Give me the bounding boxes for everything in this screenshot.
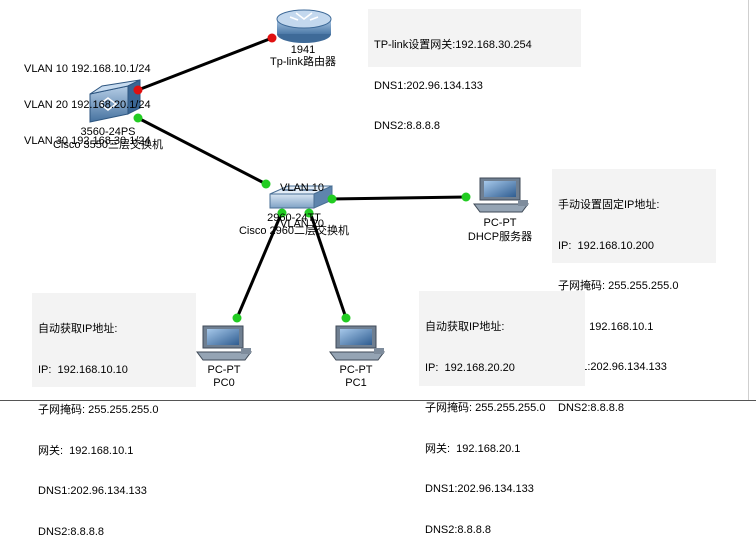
pc0-icon[interactable] [196,325,252,361]
port-indicators [133,33,471,323]
port-l3switch-router-down [133,85,143,95]
links [137,36,467,319]
router-model-label: 1941 [290,44,316,56]
pc1-config-note: 自动获取IP地址: IP: 192.168.20.20 子网掩码: 255.25… [419,291,585,536]
l2switch-vlan-list: VLAN 10 VLAN 20 [270,158,334,242]
topology-canvas [89,9,529,361]
canvas-bottom-border [0,400,756,401]
note-line: 子网掩码: 255.255.255.0 [38,404,159,416]
dhcp-type-label: PC-PT [483,217,517,229]
note-line: TP-link设置网关:192.168.30.254 [374,39,532,51]
note-line: 网关: 192.168.20.1 [425,442,521,455]
note-line: DNS2:8.8.8.8 [38,525,105,538]
l2switch-model-label: 2960-24TT [267,212,321,224]
vlan-line: VLAN 20 [279,218,325,230]
vlan-line: VLAN 10 [279,182,325,194]
l3switch-name-label: Cisco 3550三层交换机 [52,139,164,151]
note-line: IP: 192.168.10.10 [38,363,128,376]
port-pc1-up [341,313,351,323]
note-line: DNS1:202.96.134.133 [425,483,534,495]
pc0-name-label: PC0 [213,377,235,389]
link-l2switch-pc1[interactable] [308,211,348,319]
port-dhcp-up [461,192,471,202]
port-l2switch-dhcp-up [327,194,337,204]
note-line: DNS2:8.8.8.8 [425,523,492,536]
pc1-type-label: PC-PT [339,364,373,376]
l2switch-name-label: Cisco 2960二层交换机 [238,225,350,237]
dhcp-name-label: DHCP服务器 [467,231,533,243]
vlan-line: VLAN 20 192.168.20.1/24 [24,99,151,111]
pc1-icon[interactable] [329,325,385,361]
link-router-l3switch[interactable] [137,36,273,92]
link-l3switch-l2switch[interactable] [137,116,267,186]
dhcp-server-icon[interactable] [473,177,529,213]
port-router-down [267,33,277,43]
note-line: IP: 192.168.20.20 [425,361,515,374]
pc1-name-label: PC1 [345,377,367,389]
port-l2switch-uplink-up [261,179,271,189]
port-l3switch-up [133,113,143,123]
port-pc0-up [232,313,242,323]
vlan-line: VLAN 30 192.168.30.1/24 [24,135,151,147]
router-icon[interactable] [276,9,332,43]
note-line: 网关: 192.168.10.1 [38,444,134,457]
router-config-note: TP-link设置网关:192.168.30.254 DNS1:202.96.1… [368,9,581,132]
pc0-type-label: PC-PT [207,364,241,376]
link-l2switch-pc0[interactable] [235,211,284,319]
note-line: DNS1:202.96.134.133 [374,79,483,92]
l2switch-icon[interactable] [269,185,333,209]
dhcp-config-note: 手动设置固定IP地址: IP: 192.168.10.200 子网掩码: 255… [552,169,716,414]
note-line: 手动设置固定IP地址: [558,199,660,211]
note-line: DNS2:8.8.8.8 [558,401,625,414]
note-line: IP: 192.168.10.200 [558,239,655,252]
l3switch-model-label: 3560-24PS [80,126,136,138]
pc0-config-note: 自动获取IP地址: IP: 192.168.10.10 子网掩码: 255.25… [32,293,196,538]
note-line: DNS1:202.96.134.133 [558,361,667,373]
port-l2switch-pc0-up [277,208,287,218]
note-line: 自动获取IP地址: [425,321,505,333]
note-line: 子网掩码: 255.255.255.0 [558,280,679,292]
port-l2switch-pc1-up [304,208,314,218]
router-name-label: Tp-link路由器 [269,56,336,68]
note-line: 自动获取IP地址: [38,323,118,335]
note-line: DNS1:202.96.134.133 [38,485,147,497]
vlan-line: VLAN 10 192.168.10.1/24 [24,63,151,75]
canvas-right-border [748,0,749,400]
link-l2switch-dhcp[interactable] [329,195,467,201]
l3switch-vlan-list: VLAN 10 192.168.10.1/24 VLAN 20 192.168.… [24,39,194,159]
note-line: 子网掩码: 255.255.255.0 [425,402,546,414]
note-line: DNS2:8.8.8.8 [374,120,441,132]
l3switch-icon[interactable] [89,79,141,123]
